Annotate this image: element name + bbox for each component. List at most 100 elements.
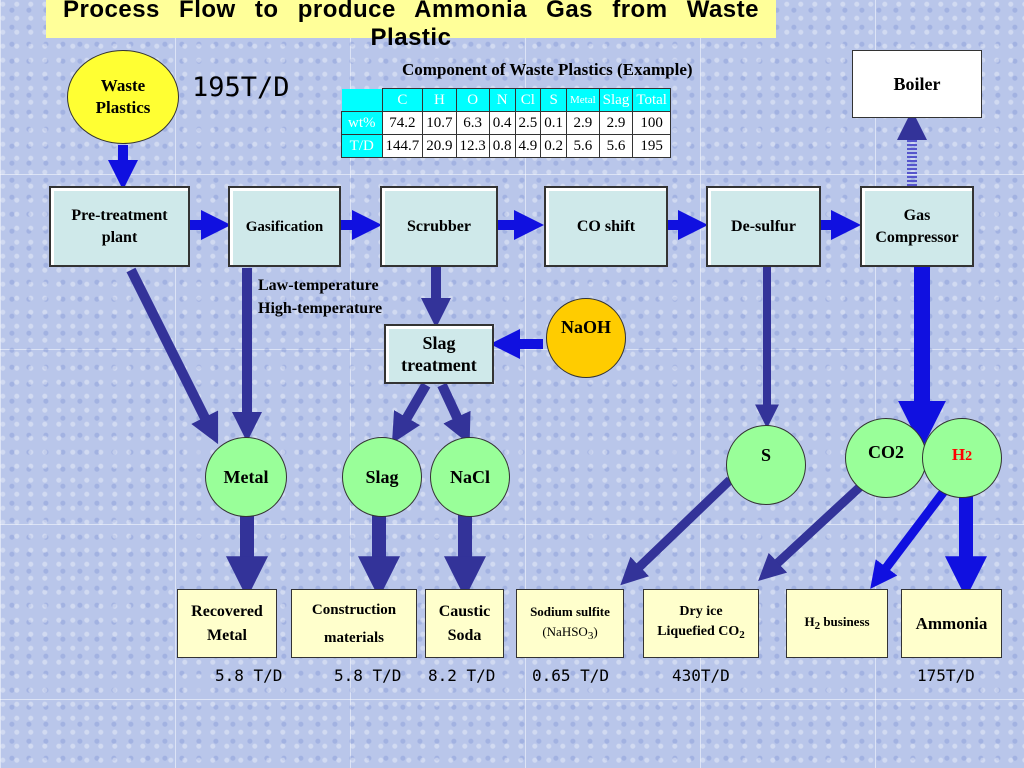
table-cell: 0.1 [540, 111, 567, 135]
table-header-row: C H O N Cl S Metal Slag Total [341, 88, 671, 112]
table-cell: 0.8 [488, 134, 516, 158]
boiler-label: Boiler [893, 73, 941, 94]
table-cell: 0.2 [540, 134, 567, 158]
co2-node: CO2 [845, 418, 927, 498]
s-node: S [726, 425, 806, 505]
gas-compressor-box: Gas Compressor [860, 186, 974, 267]
table-row: wt% 74.2 10.7 6.3 0.4 2.5 0.1 2.9 2.9 10… [341, 111, 671, 135]
metal-label: Metal [223, 466, 269, 487]
h2-node: H2 [922, 418, 1002, 498]
table-header-cell: C [381, 88, 424, 112]
gasification-note-line1: Law-temperature [258, 277, 379, 294]
table-cell: 74.2 [381, 111, 424, 135]
dry-ice-box: Dry ice Liquefied CO2 [643, 589, 759, 658]
table-cell: 12.3 [455, 134, 490, 158]
composition-table: C H O N Cl S Metal Slag Total wt% 74.2 1… [341, 88, 671, 158]
table-header-cell: O [455, 88, 490, 112]
boiler-box: Boiler [852, 50, 982, 118]
metal-node: Metal [205, 437, 287, 517]
sodium-sulfite-close: ) [593, 623, 598, 639]
table-header-cell: S [540, 88, 567, 112]
arrow-s-to-sulfite [620, 476, 734, 586]
caustic-soda-box: Caustic Soda [425, 589, 504, 658]
h2-business-text: business [820, 613, 870, 629]
h2-main: H [951, 445, 966, 464]
gasification-note: Law-temperature High-temperature [258, 274, 382, 320]
table-header-cell: Total [632, 88, 671, 112]
h2-sub: 2 [965, 449, 973, 464]
ammonia-label: Ammonia [915, 613, 988, 633]
table-cell: 5.6 [598, 134, 634, 158]
table-cell: 2.9 [598, 111, 634, 135]
table-cell: 144.7 [381, 134, 424, 158]
sodium-sulfite-line1: Sodium sulfite [530, 603, 610, 619]
slag-label: Slag [365, 466, 399, 487]
slag-treatment-box: Slag treatment [384, 324, 494, 384]
dry-ice-line2: Liquefied CO2 [657, 622, 745, 645]
rate-caustic: 8.2 T/D [428, 666, 496, 685]
recovered-metal-box: Recovered Metal [177, 589, 277, 658]
input-rate: 195T/D [192, 72, 290, 103]
table-row-label: T/D [341, 134, 383, 158]
rate-construction: 5.8 T/D [334, 666, 402, 685]
gas-compressor-label: Gas Compressor [875, 206, 959, 246]
table-cell: 2.9 [566, 111, 600, 135]
construction-box: Construction materials [291, 589, 417, 658]
sodium-sulfite-subscript: 3 [587, 629, 594, 642]
table-cell: 4.9 [514, 134, 542, 158]
dry-ice-formula: Liquefied CO [657, 624, 740, 639]
arrow-h2-to-business [870, 487, 949, 589]
table-header-cell: Cl [514, 88, 542, 112]
waste-plastics-node: Waste Plastics [67, 50, 179, 144]
table-header-cell: N [488, 88, 516, 112]
ammonia-box: Ammonia [901, 589, 1002, 658]
arrow-slagtreatment-to-slag [391, 382, 431, 444]
table-row: T/D 144.7 20.9 12.3 0.8 4.9 0.2 5.6 5.6 … [341, 134, 671, 158]
h2-business-h: H [804, 613, 815, 629]
page-title: Process Flow to produce Ammonia Gas from… [46, 0, 776, 51]
table-cell: 2.5 [514, 111, 542, 135]
desulfur-box: De-sulfur [706, 186, 821, 267]
table-cell: 195 [632, 134, 671, 158]
dry-ice-subscript: 2 [739, 629, 745, 641]
table-cell: 5.6 [566, 134, 600, 158]
h2-business-label: H2 business [804, 610, 869, 638]
table-cell: 10.7 [422, 111, 457, 135]
table-row-label: wt% [341, 111, 383, 135]
desulfur-label: De-sulfur [731, 217, 796, 235]
h2-business-subscript: 2 [814, 619, 821, 632]
gasification-label: Gasification [245, 218, 324, 235]
co2-label: CO2 [868, 441, 904, 462]
sodium-sulfite-formula: (NaHSO [542, 623, 588, 639]
rate-ammonia: 175T/D [917, 666, 975, 685]
nacl-node: NaCl [430, 437, 510, 517]
rate-sulfite: 0.65 T/D [532, 666, 610, 685]
co-shift-box: CO shift [544, 186, 668, 267]
recovered-metal-label: Recovered Metal [191, 602, 263, 644]
table-cell: 20.9 [422, 134, 457, 158]
arrow-pretreatment-to-metal [126, 267, 219, 445]
gasification-box: Gasification [228, 186, 341, 267]
scrubber-label: Scrubber [407, 217, 471, 235]
gasification-note-line2: High-temperature [258, 300, 383, 317]
table-cell: 0.4 [488, 111, 516, 135]
caustic-soda-label: Caustic Soda [438, 602, 491, 644]
arrow-slagtreatment-to-nacl [437, 382, 471, 445]
s-label: S [760, 444, 771, 465]
table-caption: Component of Waste Plastics (Example) [402, 60, 693, 79]
sodium-sulfite-box: Sodium sulfite (NaHSO3) [516, 589, 624, 658]
naoh-node: NaOH [546, 298, 626, 378]
table-cell: 100 [632, 111, 671, 135]
table-cell: 6.3 [455, 111, 490, 135]
pretreatment-label: Pre-treatment plant [71, 206, 168, 246]
scrubber-box: Scrubber [380, 186, 498, 267]
table-header-cell: Slag [598, 88, 634, 112]
arrow-co2-to-dryice [758, 481, 866, 581]
table-header-cell: Metal [566, 88, 600, 112]
table-corner [341, 88, 382, 112]
co-shift-label: CO shift [576, 217, 636, 235]
slag-treatment-label: Slag treatment [401, 333, 477, 375]
rate-metal: 5.8 T/D [215, 666, 283, 685]
sodium-sulfite-line2: (NaHSO3) [542, 622, 597, 646]
